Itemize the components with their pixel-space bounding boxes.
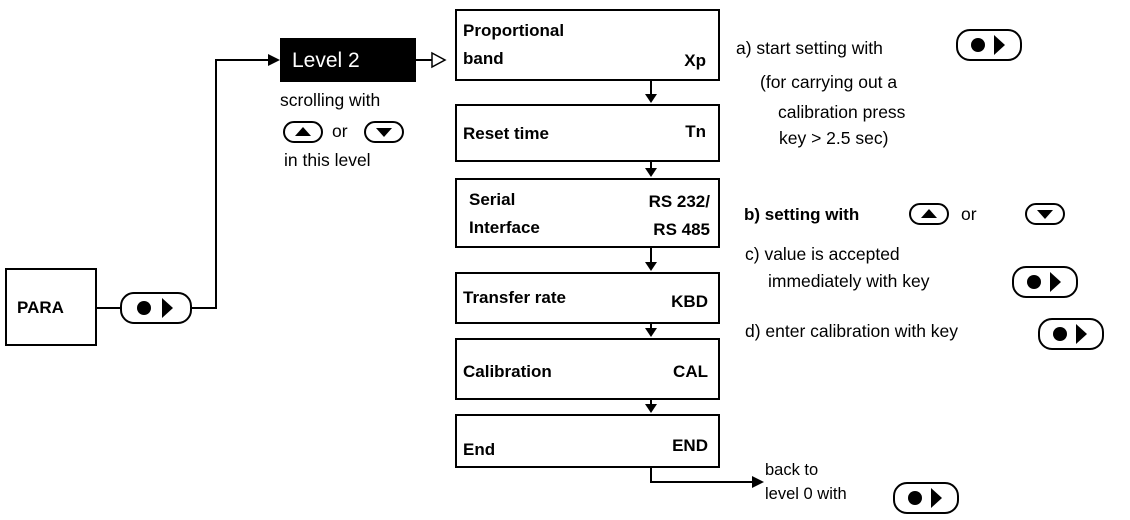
scroll-hint-or: or bbox=[332, 121, 348, 141]
menu-cal-code: CAL bbox=[673, 362, 708, 381]
record-arrow-key-icon[interactable] bbox=[1012, 266, 1078, 298]
menu-xp-label-2: band bbox=[463, 49, 504, 68]
menu-tn-code: Tn bbox=[685, 122, 706, 141]
menu-kbd-label: Transfer rate bbox=[463, 288, 566, 307]
para-box: PARA bbox=[5, 268, 97, 346]
record-arrow-key-icon[interactable] bbox=[956, 29, 1022, 61]
menu-item-rs: Serial Interface RS 232/ RS 485 bbox=[455, 178, 720, 248]
down-arrow-key-icon[interactable] bbox=[1025, 203, 1065, 225]
para-label: PARA bbox=[17, 298, 64, 317]
note-a-sub1: (for carrying out a bbox=[760, 72, 898, 92]
note-b: b) setting with bbox=[744, 205, 860, 224]
level-2-box: Level 2 bbox=[280, 38, 416, 82]
menu-cal-label: Calibration bbox=[463, 362, 552, 381]
menu-xp-code: Xp bbox=[684, 51, 706, 70]
record-arrow-key-icon[interactable] bbox=[893, 482, 959, 514]
note-c2: immediately with key bbox=[768, 271, 930, 291]
note-a-sub3: key > 2.5 sec) bbox=[779, 128, 889, 148]
menu-rs-label-2: Interface bbox=[469, 218, 540, 237]
record-arrow-key-icon[interactable] bbox=[1038, 318, 1104, 350]
menu-kbd-code: KBD bbox=[671, 292, 708, 311]
record-arrow-key-icon[interactable] bbox=[120, 292, 192, 324]
down-arrow-key-icon[interactable] bbox=[364, 121, 404, 143]
menu-end-label: End bbox=[463, 440, 496, 459]
note-a: a) start setting with bbox=[736, 38, 883, 58]
note-back-2: level 0 with bbox=[765, 485, 847, 503]
scroll-hint-line1: scrolling with bbox=[280, 90, 381, 110]
menu-item-tn: Reset time Tn bbox=[455, 104, 720, 162]
menu-item-kbd: Transfer rate KBD bbox=[455, 272, 720, 324]
menu-item-cal: Calibration CAL bbox=[455, 338, 720, 400]
scroll-hint-line3: in this level bbox=[284, 150, 371, 170]
up-arrow-key-icon[interactable] bbox=[283, 121, 323, 143]
note-d: d) enter calibration with key bbox=[745, 321, 959, 341]
note-c1: c) value is accepted bbox=[745, 244, 900, 264]
menu-rs-code-1: RS 232/ bbox=[648, 192, 710, 211]
menu-item-end: End END bbox=[455, 414, 720, 468]
menu-item-xp: Proportional band Xp bbox=[455, 9, 720, 81]
note-b-or: or bbox=[961, 204, 977, 224]
menu-end-code: END bbox=[672, 436, 708, 455]
note-a-sub2: calibration press bbox=[778, 102, 906, 122]
menu-rs-label-1: Serial bbox=[469, 190, 516, 209]
menu-rs-code-2: RS 485 bbox=[653, 220, 710, 239]
menu-tn-label: Reset time bbox=[463, 124, 549, 143]
menu-xp-label-1: Proportional bbox=[463, 21, 565, 40]
up-arrow-key-icon[interactable] bbox=[909, 203, 949, 225]
level-2-label: Level 2 bbox=[292, 49, 360, 72]
note-back-1: back to bbox=[765, 461, 819, 479]
